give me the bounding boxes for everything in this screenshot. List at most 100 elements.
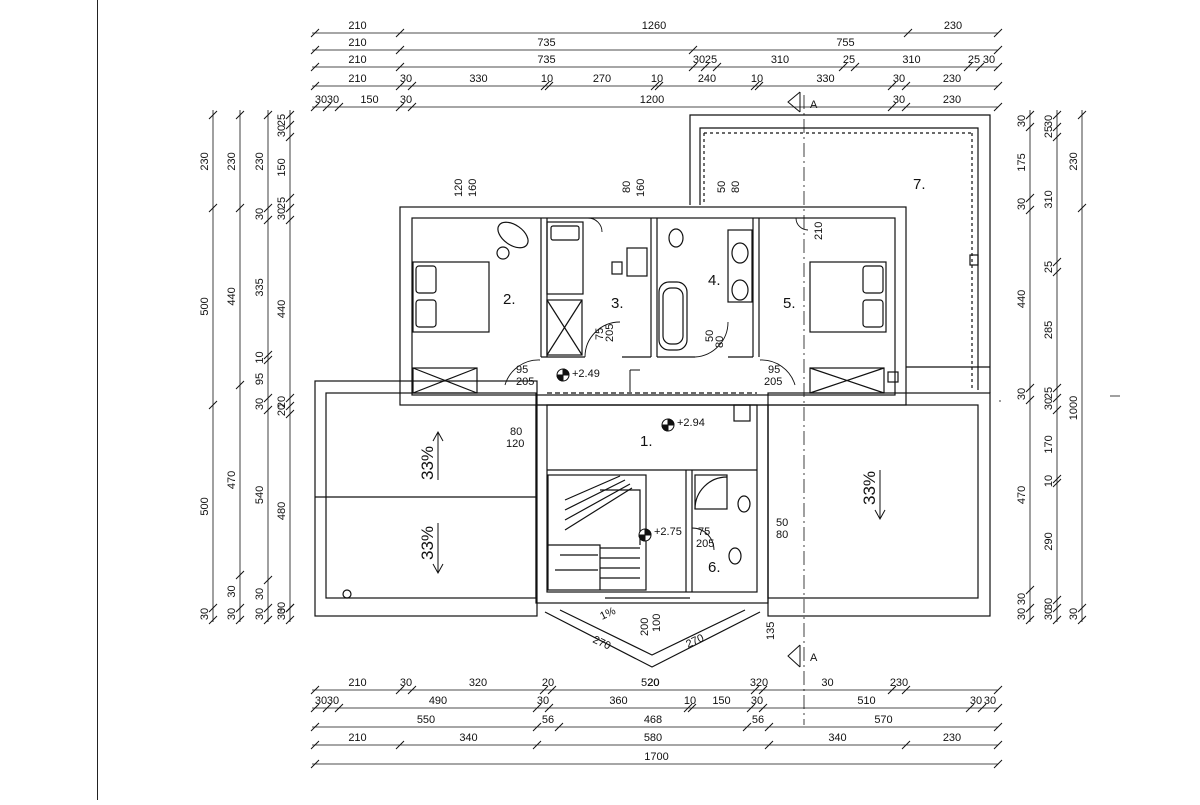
right-dimension: 30 [1016,198,1028,210]
left-dimension: 30 [254,398,266,410]
bottom-dimension: 510 [857,695,875,707]
section-labels: A A [810,99,818,664]
opening-dim: 80 [714,336,726,348]
dimension-tick [1052,595,1062,605]
dimension-tick [901,685,911,695]
dimension-tick [532,703,542,713]
dimension-tick [1052,615,1062,625]
section-arrows [787,91,801,668]
left-dimension: 470 [226,471,238,489]
top-dimension: 30 [983,54,995,66]
opening-dim: 120 [506,438,524,450]
left-dimension: 30 [226,585,238,597]
dimension-tick [395,102,405,112]
bottom-dimension: 30 [984,695,996,707]
right-dimension: 30 [1043,398,1055,410]
left-dimension: 25 [276,197,288,209]
slope-label-left-bottom: 33% [418,526,437,560]
dimension-tick [285,132,295,142]
dimension-tick [208,110,218,120]
bottom-dimension: 210 [348,677,366,689]
opening-dim: 135 [765,622,777,640]
dimension-tick [850,62,860,72]
dimension-tick [310,102,320,112]
dimension-tick [395,81,405,91]
opening-dim: 205 [696,538,714,550]
bottom-dimension: 30 [821,677,833,689]
room-label-1: 1. [640,433,653,450]
dimension-tick [1052,474,1062,484]
dimension-tick [1025,395,1035,405]
bottom-dimension: 56 [752,714,764,726]
left-dimension: 500 [199,297,211,315]
dimension-tick [687,703,697,713]
top-dimension: 210 [348,54,366,66]
opening-dim: 50 [716,181,728,193]
dimension-tick [208,603,218,613]
dimension-tick [285,193,295,203]
opening-dim: 80 [510,426,522,438]
slope-arrows [432,430,886,575]
dimension-tick [285,203,295,213]
opening-dim: 75 [594,328,606,340]
bottom-dimension: 360 [609,695,627,707]
bottom-dimension: 490 [429,695,447,707]
top-dimension: 270 [593,73,611,85]
top-dimension: 735 [537,54,555,66]
top-dimension: 30 [315,94,327,106]
dimension-tick [395,62,405,72]
bottom-dimension: 230 [943,732,961,744]
left-dimension: 30 [254,588,266,600]
dimension-tick [764,740,774,750]
dimension-tick [887,81,897,91]
dimension-tick [993,722,1003,732]
dimension-tick [310,740,320,750]
dimension-tick [322,102,332,112]
dimension-tick [1052,405,1062,415]
dimension-tick [1025,193,1035,203]
top-dimension: 230 [944,20,962,32]
bottom-dimension: 320 [750,677,768,689]
left-dimension: 440 [276,300,288,318]
room-label-5: 5. [783,295,796,312]
dimension-tick [395,45,405,55]
dimension-tick [993,45,1003,55]
opening-dimension-labels: 120 160 80 160 50 80 210 95 205 75 205 9… [453,179,825,689]
top-dimension: 210 [348,37,366,49]
dimension-tick [334,102,344,112]
dimension-tick [285,401,295,411]
dimension-tick [334,703,344,713]
room-labels: 1. 2. 3. 4. 5. 6. 7. [503,176,926,576]
dimension-tick [993,81,1003,91]
dimension-tick [310,81,320,91]
left-dimension: 30 [254,608,266,620]
dimension-tick [310,45,320,55]
opening-dim: 270 [591,634,613,653]
dimension-tick [1052,122,1062,132]
top-dimension: 230 [943,94,961,106]
dimension-ticks [208,28,1087,769]
dimension-tick [263,615,273,625]
dimension-tick [1077,615,1087,625]
dimension-tick [544,703,554,713]
room-label-6: 6. [708,559,721,576]
right-dimension: 30 [1016,115,1028,127]
top-dimension: 10 [541,73,553,85]
top-dimension: 25 [843,54,855,66]
left-dimension: 150 [276,158,288,176]
right-dimension: 1000 [1068,396,1080,420]
right-dimension: 30 [1068,608,1080,620]
dimension-tick [712,62,722,72]
dimension-lines [212,32,1120,765]
dimension-tick [750,685,760,695]
right-dimension: 30 [1043,608,1055,620]
opening-dim: 160 [467,179,479,197]
bottom-dimension: 20 [542,677,554,689]
dimension-tick [683,703,693,713]
top-dimension: 1260 [642,20,666,32]
level-marker-c [638,528,652,542]
bottom-dimension: 30 [970,695,982,707]
dimension-tick [263,603,273,613]
dimension-tick [1077,603,1087,613]
